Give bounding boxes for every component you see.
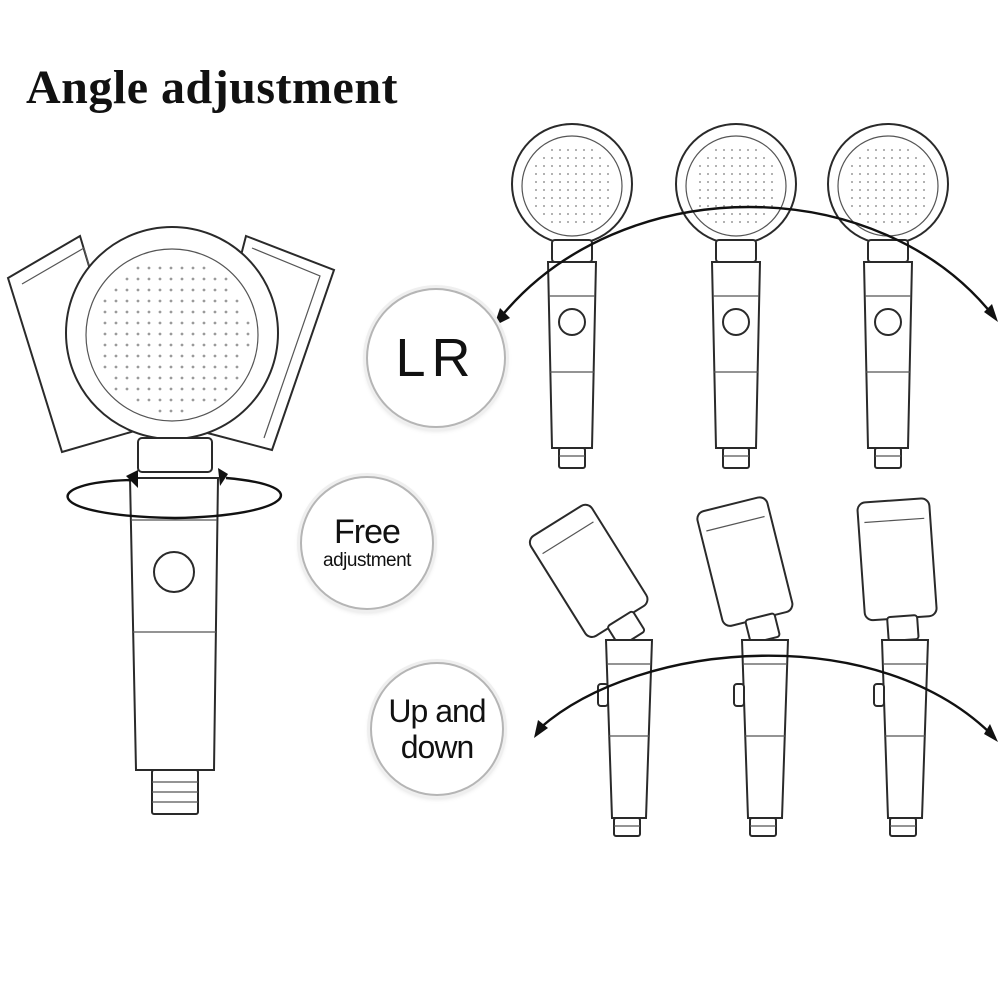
side-view-shower-head-2 bbox=[696, 496, 794, 837]
up-and-label: Up and bbox=[388, 693, 486, 729]
up-down-tilt-illustration bbox=[528, 496, 998, 837]
lr-badge: LR bbox=[366, 288, 506, 428]
lr-rotation-illustration bbox=[494, 123, 998, 469]
up-and-down-badge: Up and down bbox=[370, 662, 504, 796]
side-view-shower-head-1 bbox=[528, 503, 654, 837]
free-label: Free bbox=[334, 513, 401, 551]
side-view-shower-head-3 bbox=[856, 497, 938, 837]
front-view-shower-head-1 bbox=[511, 123, 633, 469]
front-view-shower-head-2 bbox=[675, 123, 797, 469]
free-adjustment-badge: Free adjustment bbox=[300, 476, 434, 610]
lr-label: LR bbox=[395, 328, 477, 388]
adjustment-label: adjustment bbox=[323, 550, 411, 571]
down-label: down bbox=[400, 729, 474, 765]
front-view-shower-head-3 bbox=[827, 123, 949, 469]
page-title: Angle adjustment bbox=[26, 61, 399, 114]
large-shower-head-illustration bbox=[6, 226, 336, 815]
